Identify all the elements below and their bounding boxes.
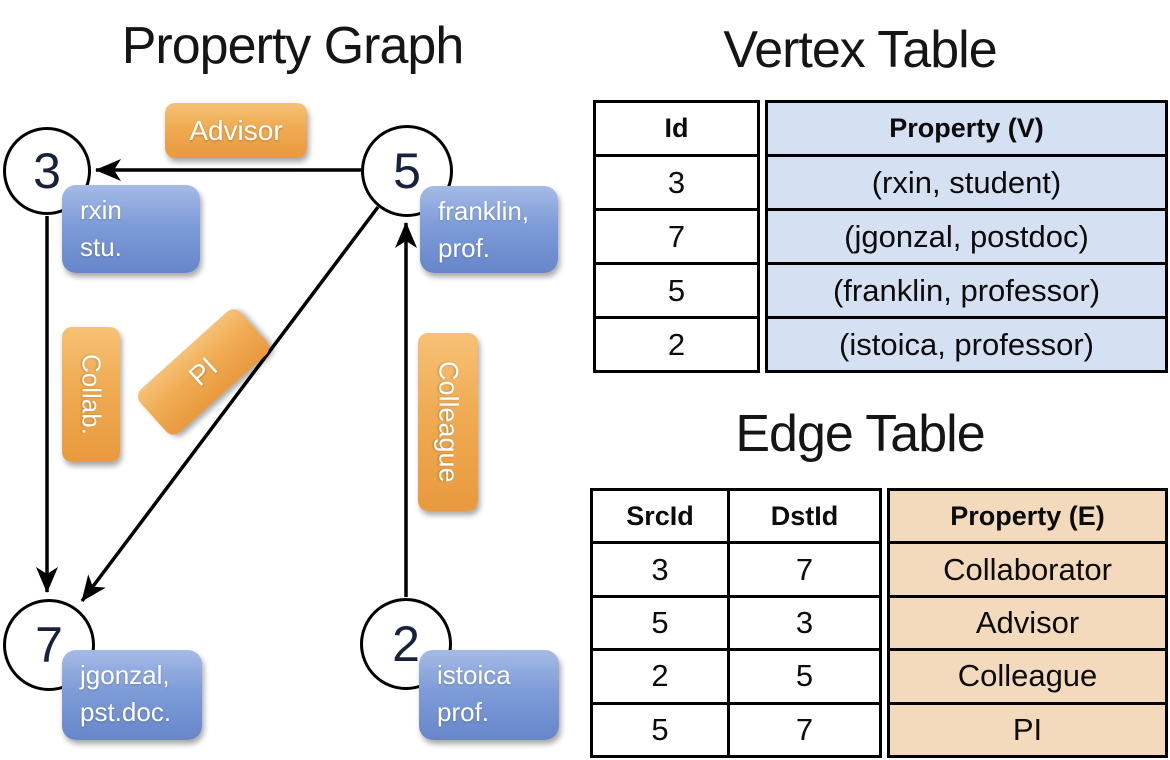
vertex-property-cell: (istoica, professor) [768, 316, 1165, 370]
edge-srcid-cell: 2 [651, 658, 669, 694]
edge-label-text: Advisor [189, 114, 283, 146]
vertex-table-id-header: Id [664, 113, 689, 143]
edge-dstid-cell: 7 [727, 544, 879, 595]
vertex-table-title: Vertex Table [723, 21, 997, 79]
edge-table-title: Edge Table [735, 405, 985, 463]
property-graph-title: Property Graph [121, 17, 465, 75]
edge-srcid-cell: 3 [651, 551, 669, 587]
vertex-property-box-3: rxin stu. [62, 185, 200, 273]
vertex-id-cell: 3 [596, 154, 757, 208]
edge-label-text: Collab. [76, 354, 107, 435]
edge-table-header-row: SrcId DstId [593, 491, 879, 542]
vertex-property-box-5: franklin, prof. [420, 186, 558, 273]
graph-node-2: 2 [360, 598, 452, 690]
edge-property-cell: Colleague [890, 648, 1165, 701]
node-id-label: 7 [35, 617, 63, 673]
vertex-id-cell: 2 [596, 316, 757, 370]
vertex-id-cell: 7 [596, 208, 757, 262]
vertex-property-box-2: istoica prof. [419, 650, 559, 740]
graph-node-5: 5 [361, 125, 453, 217]
edge-dstid-cell: 5 [727, 651, 879, 702]
edge-table-property-header: Property (E) [950, 500, 1105, 531]
edge-dstid-cell: 7 [727, 704, 879, 756]
edge-table-row: 5 3 [593, 594, 879, 649]
vertex-property-cell: (jgonzal, postdoc) [768, 208, 1165, 262]
vertex-property-line: istoica [437, 660, 511, 690]
edge-property-cell: Advisor [890, 594, 1165, 648]
edge-table-row: 5 7 [593, 701, 879, 756]
edge-srcid-cell: 5 [651, 711, 669, 747]
edge-table-srcid-header: SrcId [626, 500, 694, 531]
vertex-property-cell: (rxin, student) [768, 154, 1165, 208]
graph-edges-svg [36, 159, 417, 603]
edge-label-colleague: Colleague [418, 333, 478, 511]
edge-dstid-cell: 3 [727, 597, 879, 649]
vertex-property-line: rxin [80, 195, 122, 225]
edge-label-text: Colleague [433, 361, 464, 483]
vertex-table-property-column: Property (V) (rxin, student) (jgonzal, p… [765, 100, 1168, 373]
edge-label-collab: Collab. [62, 327, 120, 462]
vertex-property-line: stu. [80, 232, 122, 262]
vertex-property-line: prof. [438, 233, 491, 263]
vertex-property-box-7: jgonzal, pst.doc. [62, 650, 202, 740]
edge-srcid-cell: 5 [651, 605, 669, 641]
edge-table-id-columns: SrcId DstId 3 7 5 3 2 5 5 7 [590, 488, 882, 758]
node-id-label: 5 [393, 143, 421, 199]
vertex-property-line: jgonzal, [80, 660, 170, 690]
edge-label-text: PI [182, 351, 224, 393]
edge-label-advisor: Advisor [165, 103, 307, 158]
edge-table-dstid-header: DstId [727, 491, 879, 542]
node-id-label: 2 [392, 616, 420, 672]
vertex-table-id-column: Id 3 7 5 2 [593, 100, 760, 373]
vertex-table-property-header: Property (V) [889, 113, 1044, 143]
edge-table-row: 3 7 [593, 541, 879, 595]
vertex-property-line: pst.doc. [80, 697, 172, 727]
edge-table-property-column: Property (E) Collaborator Advisor Collea… [887, 488, 1168, 758]
vertex-property-line: franklin, [438, 196, 530, 226]
vertex-property-line: prof. [437, 697, 490, 727]
edge-property-cell: Collaborator [890, 541, 1165, 594]
node-id-label: 3 [33, 143, 61, 199]
vertex-id-cell: 5 [596, 262, 757, 316]
vertex-property-cell: (franklin, professor) [768, 262, 1165, 316]
edge-property-cell: PI [890, 701, 1165, 755]
edge-line-5-to-7 [80, 205, 380, 603]
edge-table-row: 2 5 [593, 648, 879, 702]
